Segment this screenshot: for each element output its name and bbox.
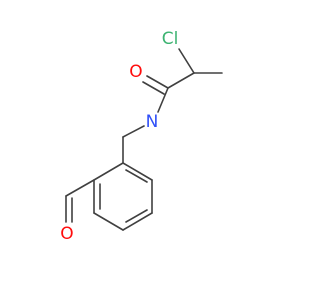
atom-label-o-amide: O xyxy=(129,62,142,82)
atom-label-cl: Cl xyxy=(162,29,179,49)
bond-n-ch2 xyxy=(122,125,145,138)
structure-diagram: Cl O N O xyxy=(60,29,223,244)
bond-calpha-carbonyl xyxy=(167,72,195,89)
bond-ring-cho xyxy=(65,179,95,197)
bond-carbonyl-o1-a xyxy=(146,75,169,89)
atom-label-o-aldehyde: O xyxy=(60,224,73,244)
ring-bond-3-4 xyxy=(122,212,153,231)
ring-inner-1 xyxy=(125,169,148,183)
ring-inner-2 xyxy=(125,209,148,223)
bond-cl-calpha xyxy=(178,48,195,74)
bond-carbonyl-o1-b xyxy=(142,81,165,95)
atom-label-n: N xyxy=(146,112,159,132)
bond-carbonyl-n xyxy=(157,87,169,113)
ring-bond-4-5 xyxy=(93,212,124,231)
bonds xyxy=(65,48,223,231)
ring-bond-6-1 xyxy=(93,162,124,181)
atom-labels: Cl O N O xyxy=(60,29,178,244)
ring-bond-1-2 xyxy=(122,162,153,181)
